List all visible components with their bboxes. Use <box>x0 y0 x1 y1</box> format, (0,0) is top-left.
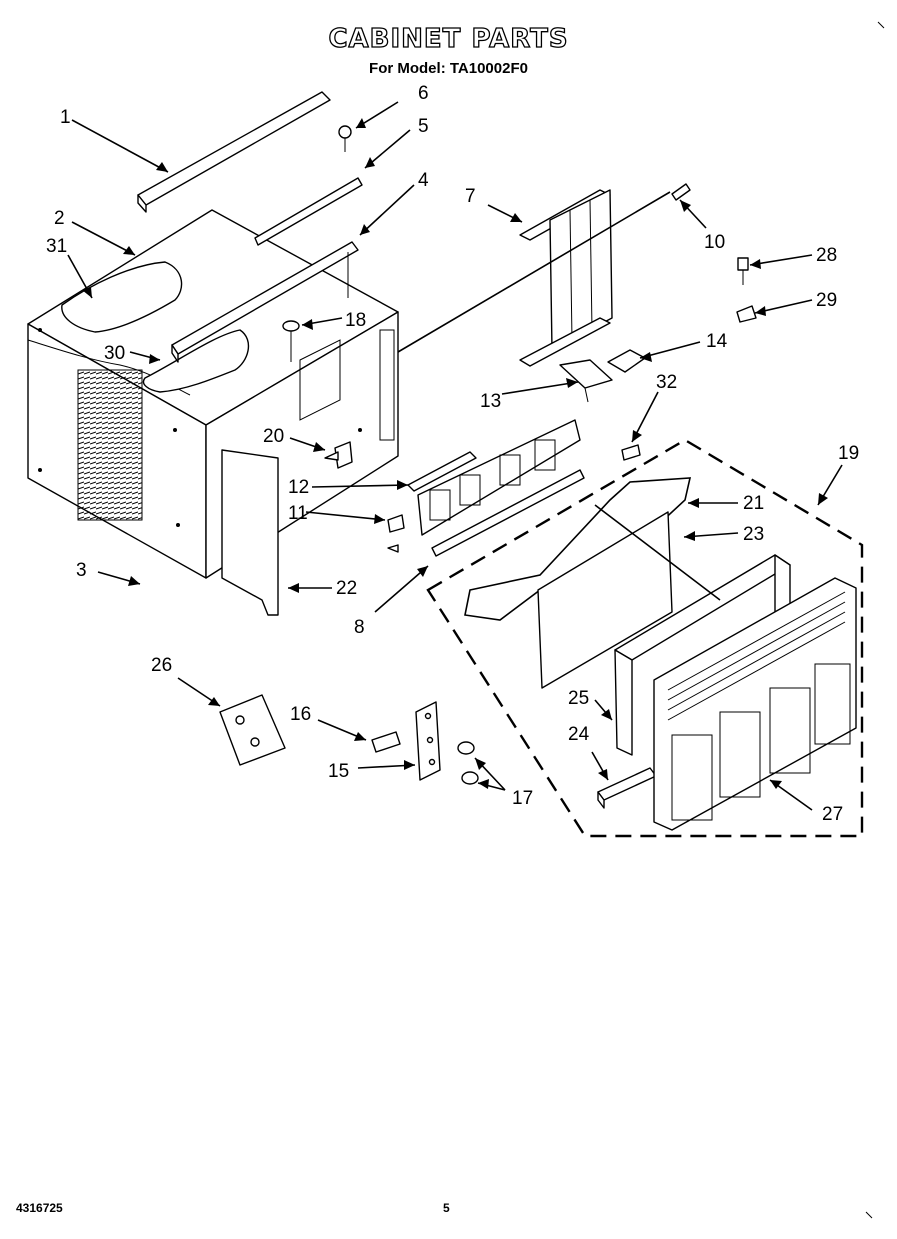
filter-23 <box>537 511 673 689</box>
callout-32: 32 <box>656 372 677 393</box>
callout-23: 23 <box>743 524 764 545</box>
bracket-15 <box>415 701 441 781</box>
callout-21: 21 <box>743 493 764 514</box>
slide-latch-13 <box>559 359 613 403</box>
clip-20 <box>324 441 353 469</box>
callout-29: 29 <box>816 290 837 311</box>
callout-1: 1 <box>60 107 71 128</box>
callout-8: 8 <box>354 617 365 638</box>
cabinet-shell <box>27 209 399 579</box>
callout-15: 15 <box>328 761 349 782</box>
callout-16: 16 <box>290 704 311 725</box>
callout-17: 17 <box>512 788 533 809</box>
callout-7: 7 <box>465 186 476 207</box>
page-title: CABINET PARTS <box>328 23 569 54</box>
document-number: 4316725 <box>16 1201 63 1215</box>
callout-27: 27 <box>822 804 843 825</box>
callout-26: 26 <box>151 655 172 676</box>
grommet-18 <box>282 320 300 362</box>
callout-31: 31 <box>46 236 67 257</box>
support-frame-21 <box>464 477 692 621</box>
screw-10 <box>671 183 691 201</box>
callout-14: 14 <box>706 331 728 352</box>
callout-28: 28 <box>816 245 837 266</box>
callout-labels: 1 2 3 4 5 6 7 8 10 11 12 13 14 15 16 17 … <box>46 83 859 825</box>
callout-22: 22 <box>336 578 357 599</box>
callout-6: 6 <box>418 83 429 104</box>
seal-top-31 <box>61 261 183 333</box>
leader-lines <box>67 101 843 811</box>
callout-12: 12 <box>288 477 309 498</box>
callout-5: 5 <box>418 116 429 137</box>
side-curtain-7 <box>519 189 613 367</box>
bracket-29 <box>736 305 757 323</box>
callout-25: 25 <box>568 688 589 709</box>
screw-28 <box>737 257 749 285</box>
model-subtitle: For Model: TA10002F0 <box>369 60 528 77</box>
seal-top-30 <box>142 329 250 393</box>
callout-3: 3 <box>76 560 87 581</box>
top-rail-5 <box>254 177 363 246</box>
callout-11: 11 <box>288 503 308 524</box>
callout-18: 18 <box>345 310 366 331</box>
callout-2: 2 <box>54 208 65 229</box>
callout-30: 30 <box>104 343 125 364</box>
screw-32 <box>621 444 641 461</box>
side-gasket-22 <box>221 449 279 616</box>
top-rail-4 <box>171 241 359 363</box>
screw-6 <box>338 125 352 152</box>
callout-4: 4 <box>418 170 429 191</box>
callout-10: 10 <box>704 232 725 253</box>
bracket-26 <box>219 694 286 766</box>
top-rail-1 <box>137 91 331 213</box>
page-number: 5 <box>443 1201 450 1215</box>
bracket-11 <box>387 514 405 553</box>
bushings-17 <box>457 741 479 785</box>
callout-19: 19 <box>838 443 859 464</box>
louver-assembly-12 <box>407 419 581 536</box>
block-16 <box>371 731 401 753</box>
front-grille-27 <box>653 577 857 831</box>
callout-13: 13 <box>480 391 501 412</box>
callout-24: 24 <box>568 724 590 745</box>
callout-20: 20 <box>263 426 284 447</box>
latch-14 <box>607 349 646 373</box>
seal-strip-8 <box>431 469 585 557</box>
